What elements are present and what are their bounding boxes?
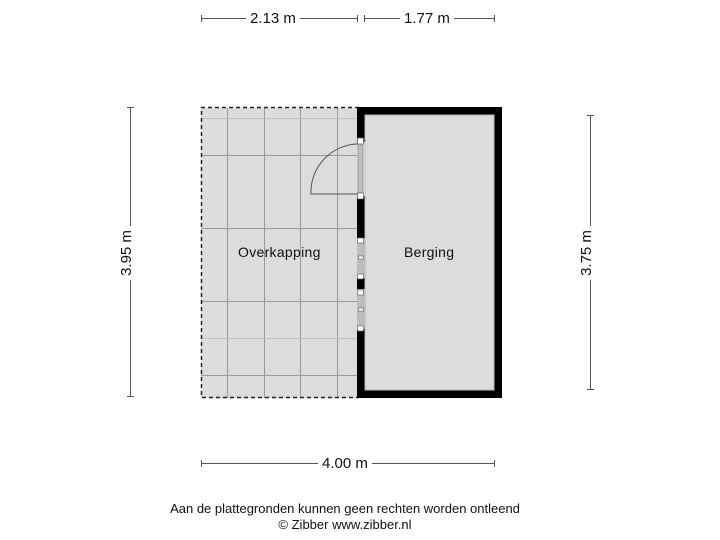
dimension-bottom: 4.00 m [318,455,372,473]
dimension-left: 3.95 m [117,226,136,280]
disclaimer-text: Aan de plattegronden kunnen geen rechten… [170,501,520,516]
copyright-text: © Zibber www.zibber.nl [278,517,412,532]
dimension-top-right: 1.77 m [400,10,454,28]
floor-grid [201,108,358,398]
berging-floor [365,115,494,390]
room-label-berging: Berging [404,244,455,260]
door-swing-icon [310,143,359,195]
dimension-right: 3.75 m [577,226,596,280]
overkapping-outline [200,106,359,399]
room-label-overkapping: Overkapping [238,244,321,260]
dimension-top-left: 2.13 m [246,10,300,28]
